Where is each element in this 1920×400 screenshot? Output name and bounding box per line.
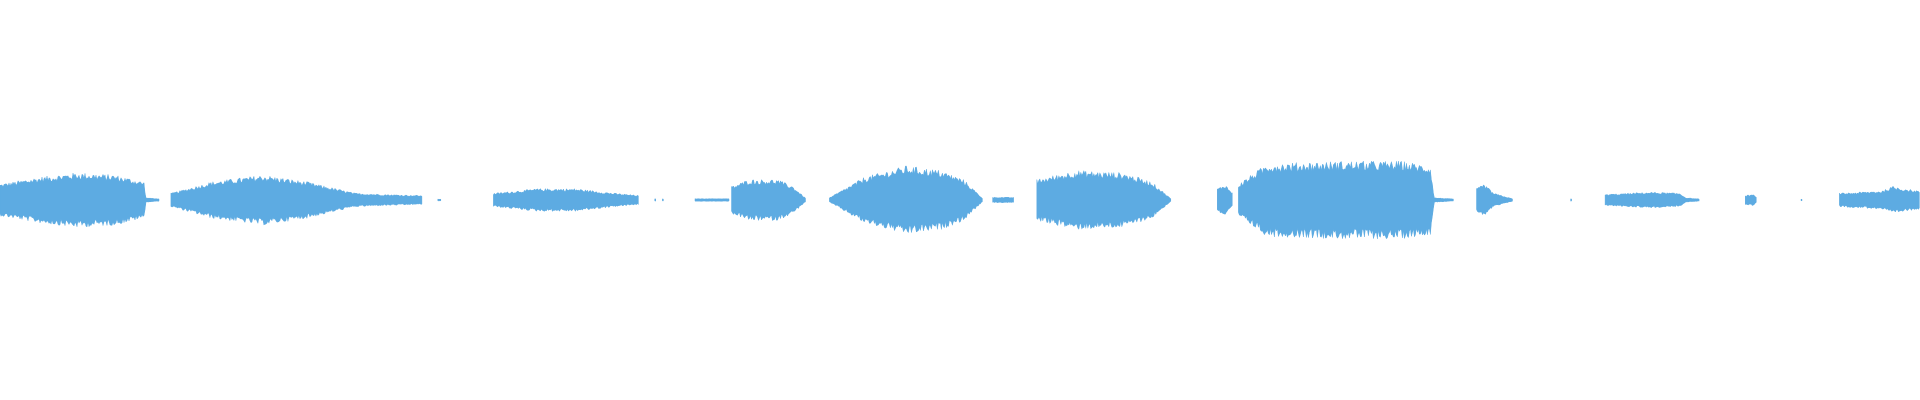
waveform-segment-9 (829, 165, 983, 234)
waveform-segment-7 (694, 198, 730, 202)
waveform-segment-4 (493, 187, 639, 212)
waveform-segment-12 (1217, 185, 1233, 215)
waveform-segment-6 (662, 198, 664, 202)
waveform-segment-17 (1745, 194, 1757, 206)
waveform-segment-15 (1570, 198, 1572, 202)
waveform-segment-5 (654, 198, 656, 202)
waveform-segment-13 (1238, 160, 1454, 240)
waveform-segment-3 (437, 198, 442, 202)
waveform-segment-8 (731, 179, 806, 222)
waveform-segment-2 (170, 175, 423, 226)
waveform-segment-19 (1839, 186, 1920, 213)
waveform-segment-10 (992, 196, 1014, 203)
waveform-segment-18 (1800, 198, 1803, 202)
waveform-segment-14 (1476, 184, 1513, 216)
waveform-segment-11 (1036, 169, 1172, 230)
waveform-segment-16 (1604, 191, 1700, 209)
waveform-segment-1 (0, 173, 160, 228)
